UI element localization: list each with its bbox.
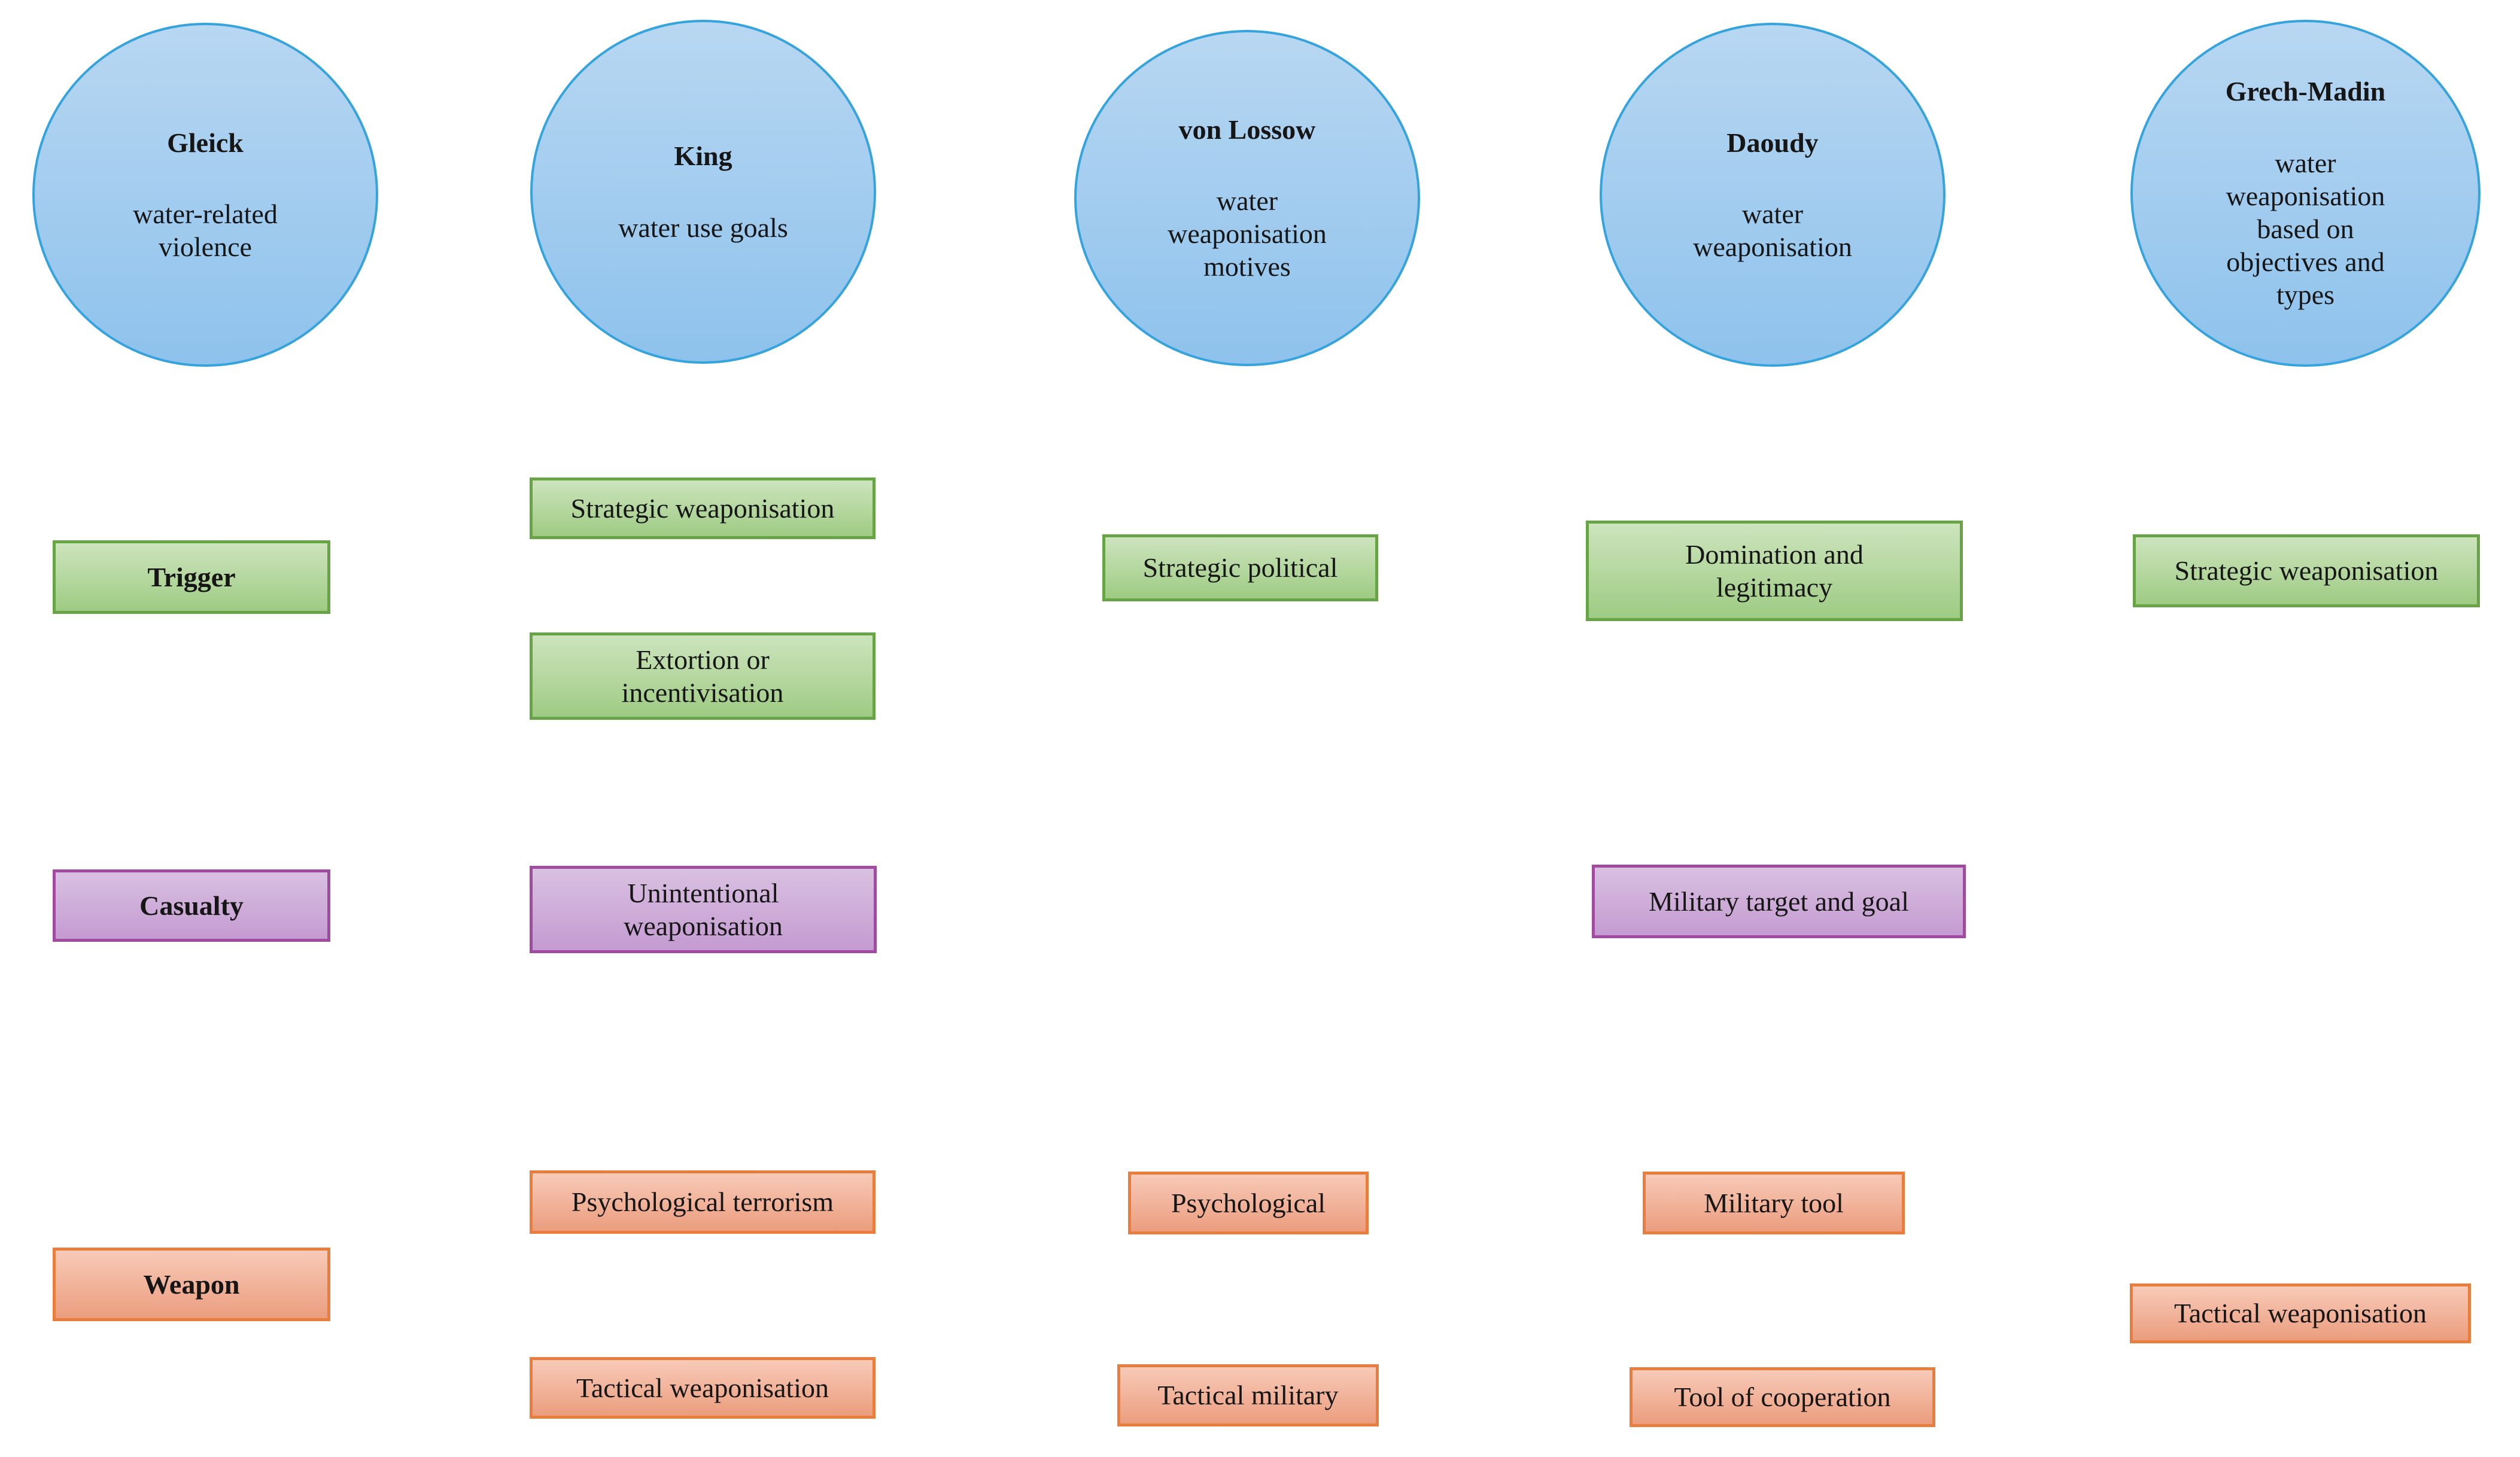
- box-king-extortion-or-incentivisation: Extortion or incentivisation: [530, 632, 876, 720]
- box-daoudy-military-target-and-goal: Military target and goal: [1592, 865, 1966, 938]
- box-king-strategic-weaponisation: Strategic weaponisation: [530, 477, 876, 539]
- box-grech-madin-tactical-weaponisation: Tactical weaponisation: [2130, 1283, 2471, 1343]
- box-king-unintentional-weaponisation: Unintentional weaponisation: [530, 866, 877, 953]
- circle-von-lossow-focus: water weaponisation motives: [1168, 185, 1327, 282]
- circle-king-focus: water use goals: [618, 212, 788, 243]
- circle-von-lossow: von Lossow water weaponisation motives: [1074, 30, 1420, 366]
- box-von-lossow-psychological: Psychological: [1128, 1172, 1369, 1234]
- box-grech-madin-strategic-weaponisation: Strategic weaponisation: [2133, 534, 2480, 607]
- box-king-psychological-terrorism: Psychological terrorism: [530, 1170, 876, 1234]
- box-daoudy-tool-of-cooperation: Tool of cooperation: [1630, 1367, 1935, 1427]
- circle-daoudy-name: Daoudy: [1726, 127, 1819, 158]
- circle-daoudy: Daoudy water weaponisation: [1600, 23, 1946, 367]
- circle-king: King water use goals: [530, 20, 876, 364]
- circle-gleick-name: Gleick: [167, 127, 244, 158]
- box-von-lossow-tactical-military: Tactical military: [1117, 1364, 1379, 1426]
- box-weapon-category-label: Weapon: [53, 1248, 330, 1321]
- circle-gleick-focus: water-related violence: [133, 198, 278, 263]
- box-casualty-category-label: Casualty: [53, 869, 330, 942]
- circle-gleick: Gleick water-related violence: [32, 23, 378, 367]
- circle-grech-madin-name: Grech-Madin: [2225, 76, 2386, 107]
- box-daoudy-domination-and-legitimacy: Domination and legitimacy: [1586, 521, 1963, 621]
- circle-grech-madin: Grech-Madin water weaponisation based on…: [2130, 20, 2481, 367]
- circle-von-lossow-name: von Lossow: [1178, 114, 1316, 145]
- circle-grech-madin-focus: water weaponisation based on objectives …: [2226, 147, 2385, 311]
- box-von-lossow-strategic-political: Strategic political: [1102, 534, 1378, 601]
- circle-king-name: King: [674, 141, 732, 172]
- box-trigger-category-label: Trigger: [53, 540, 330, 614]
- box-daoudy-military-tool: Military tool: [1643, 1172, 1905, 1234]
- circle-daoudy-focus: water weaponisation: [1693, 198, 1852, 263]
- box-king-tactical-weaponisation: Tactical weaponisation: [530, 1357, 876, 1419]
